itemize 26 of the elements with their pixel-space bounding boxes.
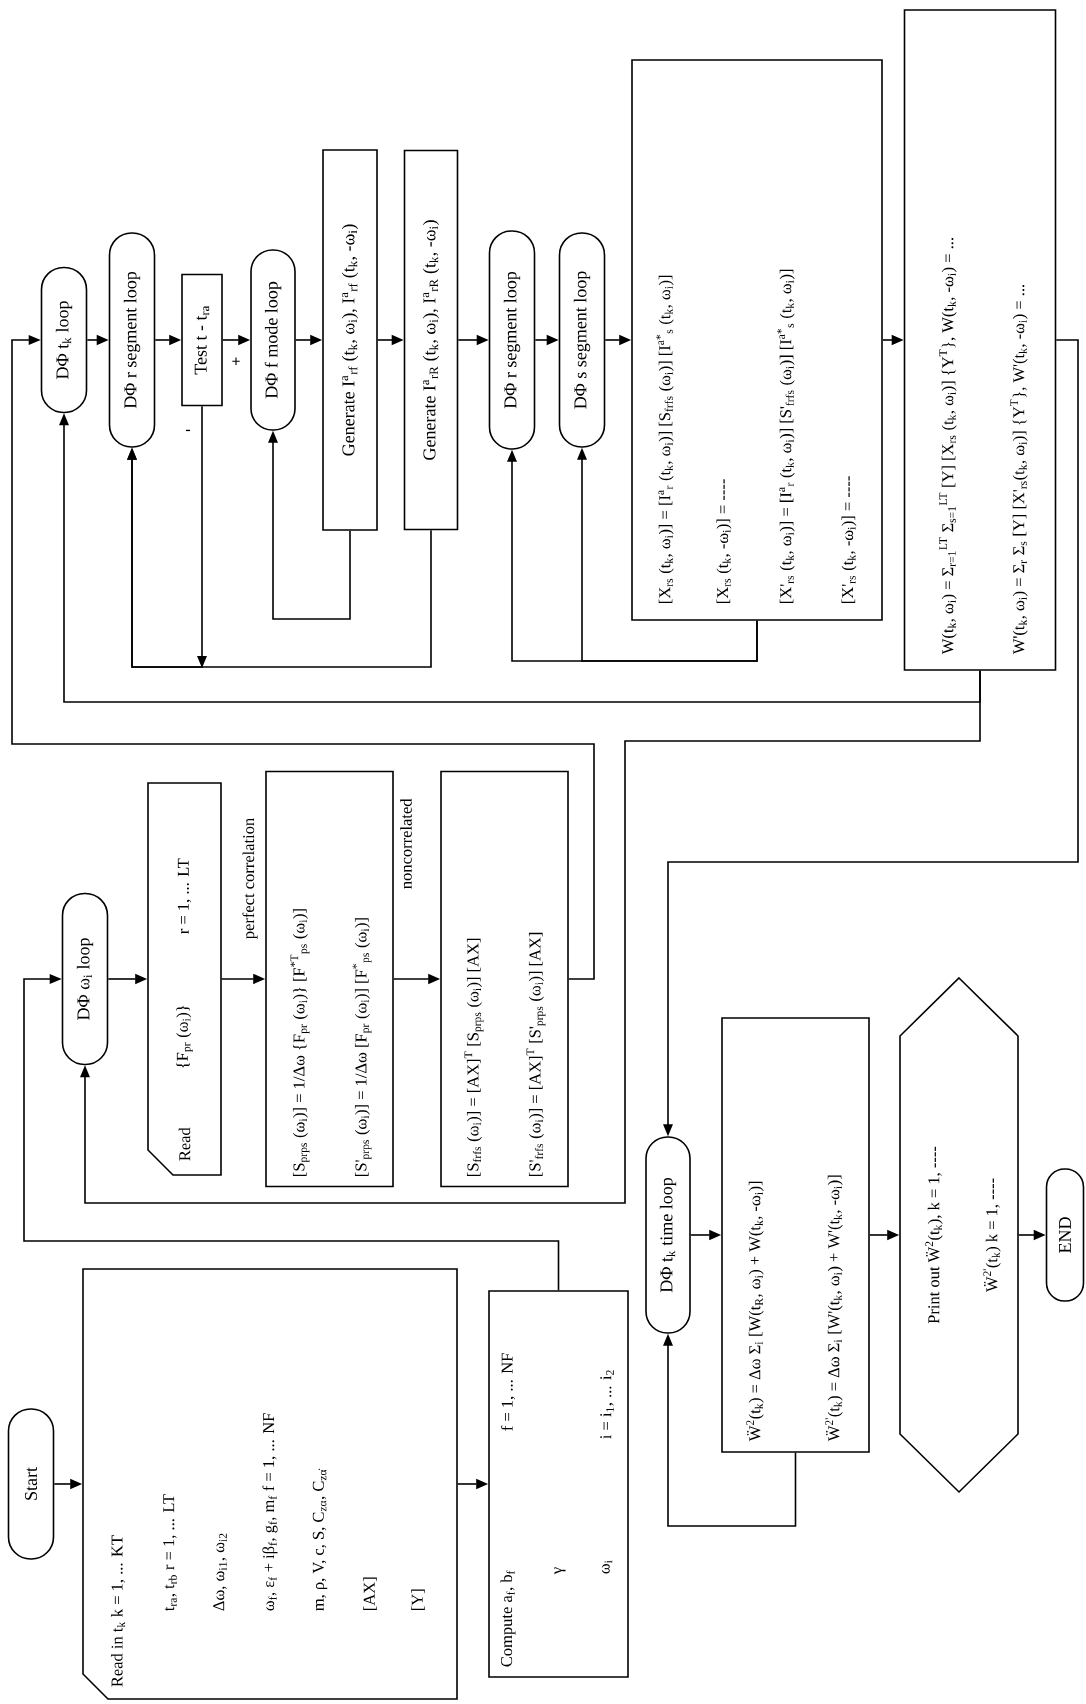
edge-label: - xyxy=(184,428,192,436)
arrow xyxy=(59,413,981,703)
arrow xyxy=(663,339,1079,1137)
input-card: Read in t$_{k}$ k = 1, ... KT t$_{ra}$, t$_{rb}$ r = 1, ... LT Δω, ω$_{i1}$, ω$_{i2}$ ω$_{f}$, ε$_{f}$ + iβ$_{f}$, g$_{f}$, m$_{f}$ f = 1, ... NF m, ρ, V, c, S, C$_{zα}$, C$_{zα̇}$ [AX] [Y] xyxy=(82,1268,458,1700)
arrow xyxy=(507,449,758,662)
arrow xyxy=(23,974,560,1291)
formula-box: [S$_{frfs}$ (ω$_{i}$)] = [AX]$^{T}$ [S$_{prps}$ (ω$_{i}$)] [AX] [S'$_{frfs}$ (ω$_{i}$)] = [AX]$^{T}$ [S'$_{prps}$ (ω$_{i}$)] [AX] xyxy=(440,770,569,1188)
process-box: Generate I$^{a}$$_{rf}$ (t$_{k}$, ω$_{i}$), I$^{a}$$_{rf}$ (t$_{k}$, -ω$_{i}$) xyxy=(322,149,378,531)
test-box: Test t - t$_{ra}$ xyxy=(181,273,223,407)
input-card: Read {F$_{pr}$ (ω$_{i}$)} r = 1, ... LT xyxy=(147,782,222,1176)
arrow xyxy=(80,670,981,1204)
arrow xyxy=(127,447,432,668)
formula-box: [X$_{rs}$ (t$_{k}$, ω$_{i}$)] = [I$^{a}$$_{r}$ (t$_{k}$, ω$_{i}$)] [S$_{frfs}$ (ω$_{i}$)] [I$^{a*}$$_{s}$ (t$_{k}$, ω$_{i}$)] [X$_{rs}$ (t$_{k}$, -ω$_{i}$)] = ---- [X'$_{rs}$ (t$_{k}$, ω$_{i}$)] = [I$^{a}$$_{r}$ (t$_{k}$, ω$_{i}$)] [S'$_{frfs}$ (ω$_{i}$)] [I$^{a*}$$_{s}$ (t$_{k}$, ω$_{i}$)] [X'$_{rs}$ (t$_{k}$, -ω$_{i}$)] = ---- xyxy=(631,59,883,621)
formula-box: [S$_{prps}$ (ω$_{i}$)] = 1/Δω {F$_{pr}$ (ω$_{i}$)} [F$^{*T}$$_{ps}$ (ω$_{i}$)] [S'$_{prps}$ (ω$_{i}$)] = 1/Δω [F$_{pr}$ (ω$_{i}$)] [F$^{*}$$_{ps}$ (ω$_{i}$)] xyxy=(265,770,394,1188)
formula-box: W(t$_{k}$, ω$_{i}$) = Σ$_{r=1}$$^{LT}$ Σ$_{s=1}$$^{LT}$ [Y] [X$_{rs}$ (t$_{k}$, ω$_{i}$)] {Y$^{T}$}, W(t$_{k}$, -ω$_{i}$) = ... W'(t$_{k}$, ω$_{i}$) = Σ$_{r}$ Σ$_{s}$ [Y] [X'$_{rs}$(t$_{k}$, ω$_{i}$)] {Y$^{T}$}, W'(t$_{k}$, -ω$_{i}$) = ... xyxy=(903,9,1057,671)
arrow xyxy=(268,430,351,620)
process-box: Generate I$^{a}$$_{rR}$ (t$_{k}$, ω$_{i}$), I$^{a}$$_{rR}$ (t$_{k}$, -ω$_{i}$) xyxy=(403,149,459,531)
arrow xyxy=(11,335,595,980)
annotation-text: noncorrelated xyxy=(400,798,412,889)
process-box: Compute a$_{f}$, b$_{f}$ f = 1, ... NF γ ω$_{i}$ i = i$_{1}$, ... i$_{2}$ xyxy=(488,1290,629,1678)
edge-label: + xyxy=(230,356,242,368)
arrow xyxy=(663,1333,797,1527)
node-label: [S'$_{prps}$ (ω$_{i}$)] = 1/Δω [F$_{pr}$ (ω$_{i}$)] [F$^{*}$$_{ps}$ (ω$_{i}$)] xyxy=(352,918,372,1176)
formula-box: Ẅ$^{2}$(t$_{k}$) = Δω Σ$_{i}$ [W(t$_{R}$, ω$_{i}$) + W(t$_{k}$, -ω$_{i}$)] Ẅ$^{2'}$(t$_{k}$) = Δω Σ$_{i}$ [W'(t$_{k}$, ω$_{i}$) + W'(t$_{k}$, -ω$_{i}$)] xyxy=(721,1017,870,1453)
node-label: [S$_{prps}$ (ω$_{i}$)] = 1/Δω {F$_{pr}$ (ω$_{i}$)} [F$^{*T}$$_{ps}$ (ω$_{i}$)] xyxy=(290,909,310,1176)
annotation-text: perfect correlation xyxy=(242,818,258,939)
